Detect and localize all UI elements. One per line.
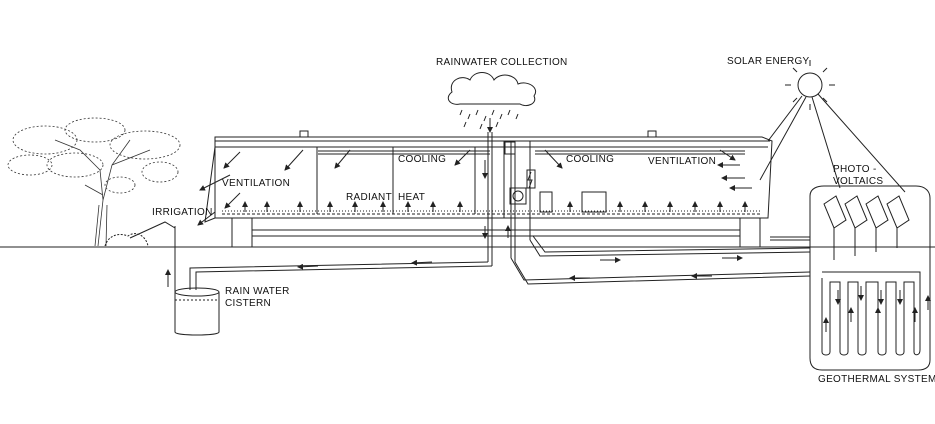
geothermal-system bbox=[809, 185, 931, 371]
label-ventilation-left: VENTILATION bbox=[222, 178, 291, 189]
rain-cloud bbox=[447, 72, 536, 133]
radiant-arrows bbox=[242, 201, 748, 212]
photovoltaic-panels bbox=[823, 195, 910, 260]
building bbox=[204, 130, 773, 247]
label-radiant: RADIANT bbox=[346, 192, 392, 203]
label-voltaics: VOLTAICS bbox=[833, 176, 884, 187]
label-geothermal-system: GEOTHERMAL SYSTEM bbox=[818, 374, 935, 385]
label-cooling-left: COOLING bbox=[398, 154, 447, 165]
label-heat: HEAT bbox=[398, 192, 426, 203]
irrigation-shrub bbox=[104, 221, 176, 320]
label-solar-energy: SOLAR ENERGY bbox=[727, 56, 810, 67]
geo-pipes bbox=[510, 235, 811, 285]
label-rainwater-collection: RAINWATER COLLECTION bbox=[436, 57, 568, 68]
label-cooling-right: COOLING bbox=[566, 154, 615, 165]
label-photo: PHOTO - bbox=[833, 164, 877, 175]
sun-icon bbox=[759, 60, 906, 193]
downpipes bbox=[482, 132, 531, 266]
lightning-icon bbox=[527, 171, 533, 189]
ventilation-arrows bbox=[197, 149, 752, 226]
label-ventilation-right: VENTILATION bbox=[648, 156, 717, 167]
cistern-pipe bbox=[165, 259, 493, 290]
ducts bbox=[318, 150, 745, 155]
label-cistern: CISTERN bbox=[225, 298, 271, 309]
label-irrigation: IRRIGATION bbox=[152, 207, 213, 218]
tree bbox=[7, 117, 181, 247]
label-rain-water: RAIN WATER bbox=[225, 286, 290, 297]
cistern bbox=[174, 287, 220, 336]
